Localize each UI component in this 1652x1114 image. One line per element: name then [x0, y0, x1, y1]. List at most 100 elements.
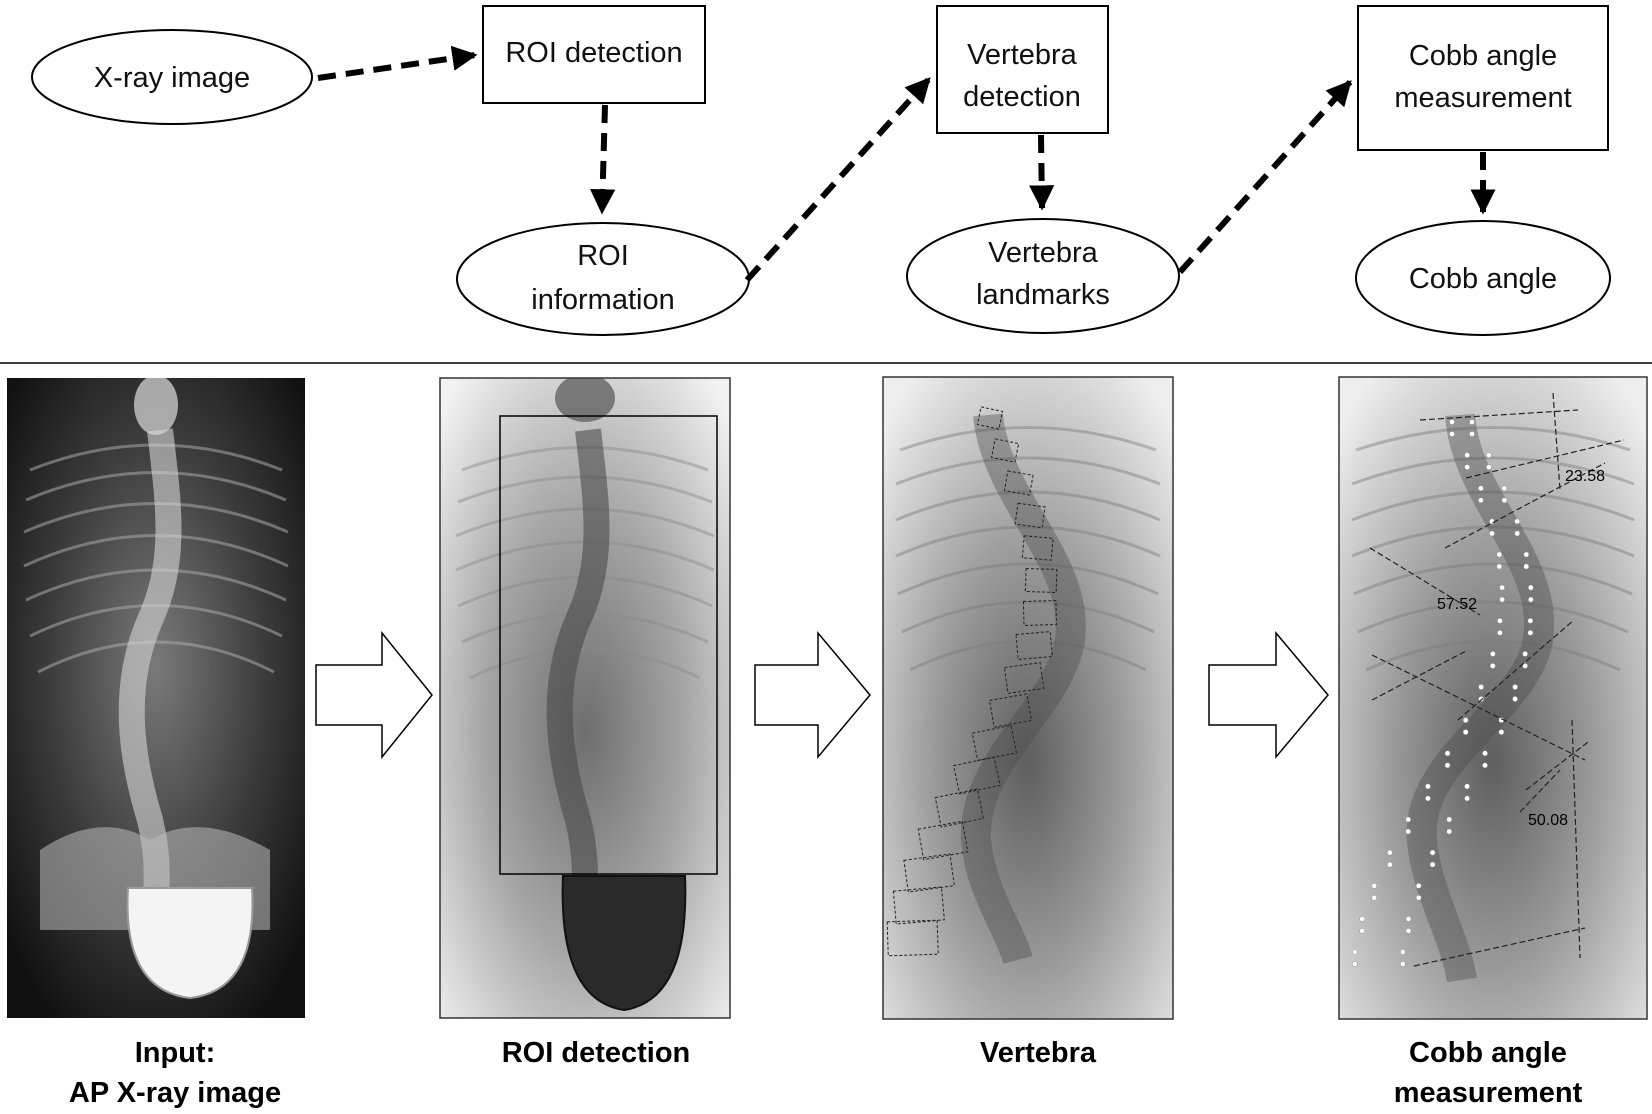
landmark-dot: [1429, 849, 1436, 856]
flow-label-vertebra-detection-2: detection: [963, 81, 1081, 113]
flow-connectors: [317, 45, 1496, 283]
flow-node-vertebra-landmarks: Vertebra landmarks: [906, 218, 1180, 334]
xray-abdominal-shield: [126, 887, 254, 1000]
process-arrow-2: [754, 630, 871, 760]
landmark-dot: [1469, 419, 1475, 425]
landmark-dot: [1527, 584, 1534, 591]
vertebra-box: [1021, 535, 1054, 561]
xray-spine-cobb: [1406, 413, 1555, 983]
vertebra-box: [971, 724, 1018, 762]
flow-node-roi-detection: ROI detection: [482, 5, 706, 104]
flow-label-cobb-measurement-1: Cobb angle: [1409, 40, 1557, 72]
flow-node-cobb-angle-measurement: Cobb angle measurement: [1357, 5, 1609, 151]
landmark-dot: [1489, 651, 1496, 657]
landmark-dot: [1469, 431, 1475, 437]
landmark-dot: [1462, 729, 1469, 735]
landmark-dot: [1527, 629, 1534, 636]
landmark-dot: [1425, 783, 1431, 790]
vertebra-box: [892, 886, 945, 925]
landmark-dot: [1522, 651, 1528, 657]
caption-input-2: AP X-ray image: [69, 1077, 281, 1109]
landmark-dot: [1371, 894, 1378, 901]
landmark-dot: [1527, 596, 1534, 603]
vertebra-box: [990, 438, 1020, 463]
landmark-dot: [1496, 563, 1503, 570]
landmark-dot: [1501, 497, 1508, 504]
landmark-dot: [1478, 497, 1484, 504]
landmark-dot: [1405, 816, 1412, 823]
landmark-dot: [1415, 894, 1422, 901]
xray-abdominal-shield-roi: [561, 875, 687, 1012]
xray-spine-vertebra: [960, 413, 1086, 965]
flow-label-vertebra-landmarks-1: Vertebra: [988, 237, 1098, 269]
vertebra-box: [976, 406, 1004, 430]
vertebra-box: [1022, 600, 1058, 626]
vertebra-box-group: [886, 406, 1058, 957]
landmark-dot: [1512, 684, 1518, 690]
landmark-dot: [1478, 485, 1484, 492]
landmark-dot: [1464, 783, 1470, 790]
process-arrow-3: [1208, 630, 1329, 760]
landmark-dot: [1512, 696, 1518, 702]
landmark-dot: [1399, 961, 1406, 967]
landmark-dot: [1514, 518, 1521, 525]
landmark-dot: [1386, 861, 1393, 868]
flow-arrow-info-to-vertebra: [744, 76, 932, 283]
landmark-dot: [1415, 882, 1422, 889]
vertebra-box: [1003, 662, 1045, 694]
landmark-dot: [1464, 464, 1471, 470]
caption-cobb-1: Cobb angle: [1409, 1037, 1567, 1069]
vertebra-box: [953, 756, 1001, 795]
landmark-dot: [1429, 861, 1436, 868]
cobb-value-1: 23.58: [1565, 468, 1605, 485]
process-arrow-1: [315, 630, 433, 760]
flow-arrow-vertebra-to-landmarks: [1029, 134, 1055, 211]
landmark-dot: [1449, 431, 1455, 437]
vertebra-box: [903, 853, 955, 893]
landmark-dot: [1501, 485, 1508, 492]
landmark-dot: [1399, 949, 1406, 955]
flow-node-roi-information: ROI information: [456, 222, 750, 336]
flow-label-vertebra-landmarks-2: landmarks: [976, 279, 1110, 311]
landmark-dot: [1464, 452, 1471, 458]
landmark-dot: [1482, 762, 1488, 769]
cobb-value-3: 50.08: [1528, 812, 1568, 829]
landmark-dot: [1446, 828, 1453, 835]
caption-vertebra: Vertebra: [980, 1037, 1097, 1069]
vertebra-box: [917, 820, 969, 861]
caption-roi: ROI detection: [502, 1037, 691, 1069]
vertebra-box: [886, 919, 939, 957]
landmark-dot: [1527, 617, 1534, 624]
landmark-dot: [1351, 961, 1358, 967]
landmark-dot: [1497, 617, 1503, 624]
flow-node-vertebra-detection: Vertebra detection: [936, 5, 1109, 134]
vertebra-box: [1014, 502, 1046, 529]
landmark-dot: [1351, 949, 1358, 955]
landmark-dot: [1522, 663, 1528, 669]
vertebra-box: [1015, 631, 1053, 660]
landmark-dot: [1405, 916, 1412, 922]
landmark-dot: [1464, 795, 1470, 802]
roi-bounding-box: [499, 415, 718, 875]
landmark-dot: [1446, 816, 1453, 823]
landmark-dot: [1462, 717, 1469, 723]
flow-arrow-roi-to-info: [590, 104, 616, 215]
landmark-dot: [1371, 882, 1378, 889]
panel-vertebra: [882, 376, 1174, 1020]
flow-label-roi-detection: ROI detection: [505, 37, 682, 69]
landmark-dot: [1478, 684, 1484, 690]
flow-label-roi-information-2: information: [531, 284, 674, 316]
landmark-dot: [1449, 419, 1455, 425]
landmark-dot: [1499, 584, 1505, 591]
flow-node-cobb-angle: Cobb angle: [1355, 220, 1611, 336]
landmark-dot: [1489, 530, 1495, 537]
vertebra-box: [988, 693, 1033, 728]
panel-cobb-angle: 23.58 57.52 50.08: [1338, 376, 1648, 1020]
vertebra-box: [934, 788, 984, 828]
flow-label-xray-image: X-ray image: [94, 62, 250, 94]
landmark-dot: [1486, 464, 1492, 470]
landmark-dot: [1386, 849, 1393, 856]
landmark-dot: [1478, 696, 1484, 702]
landmark-dot: [1444, 762, 1451, 769]
